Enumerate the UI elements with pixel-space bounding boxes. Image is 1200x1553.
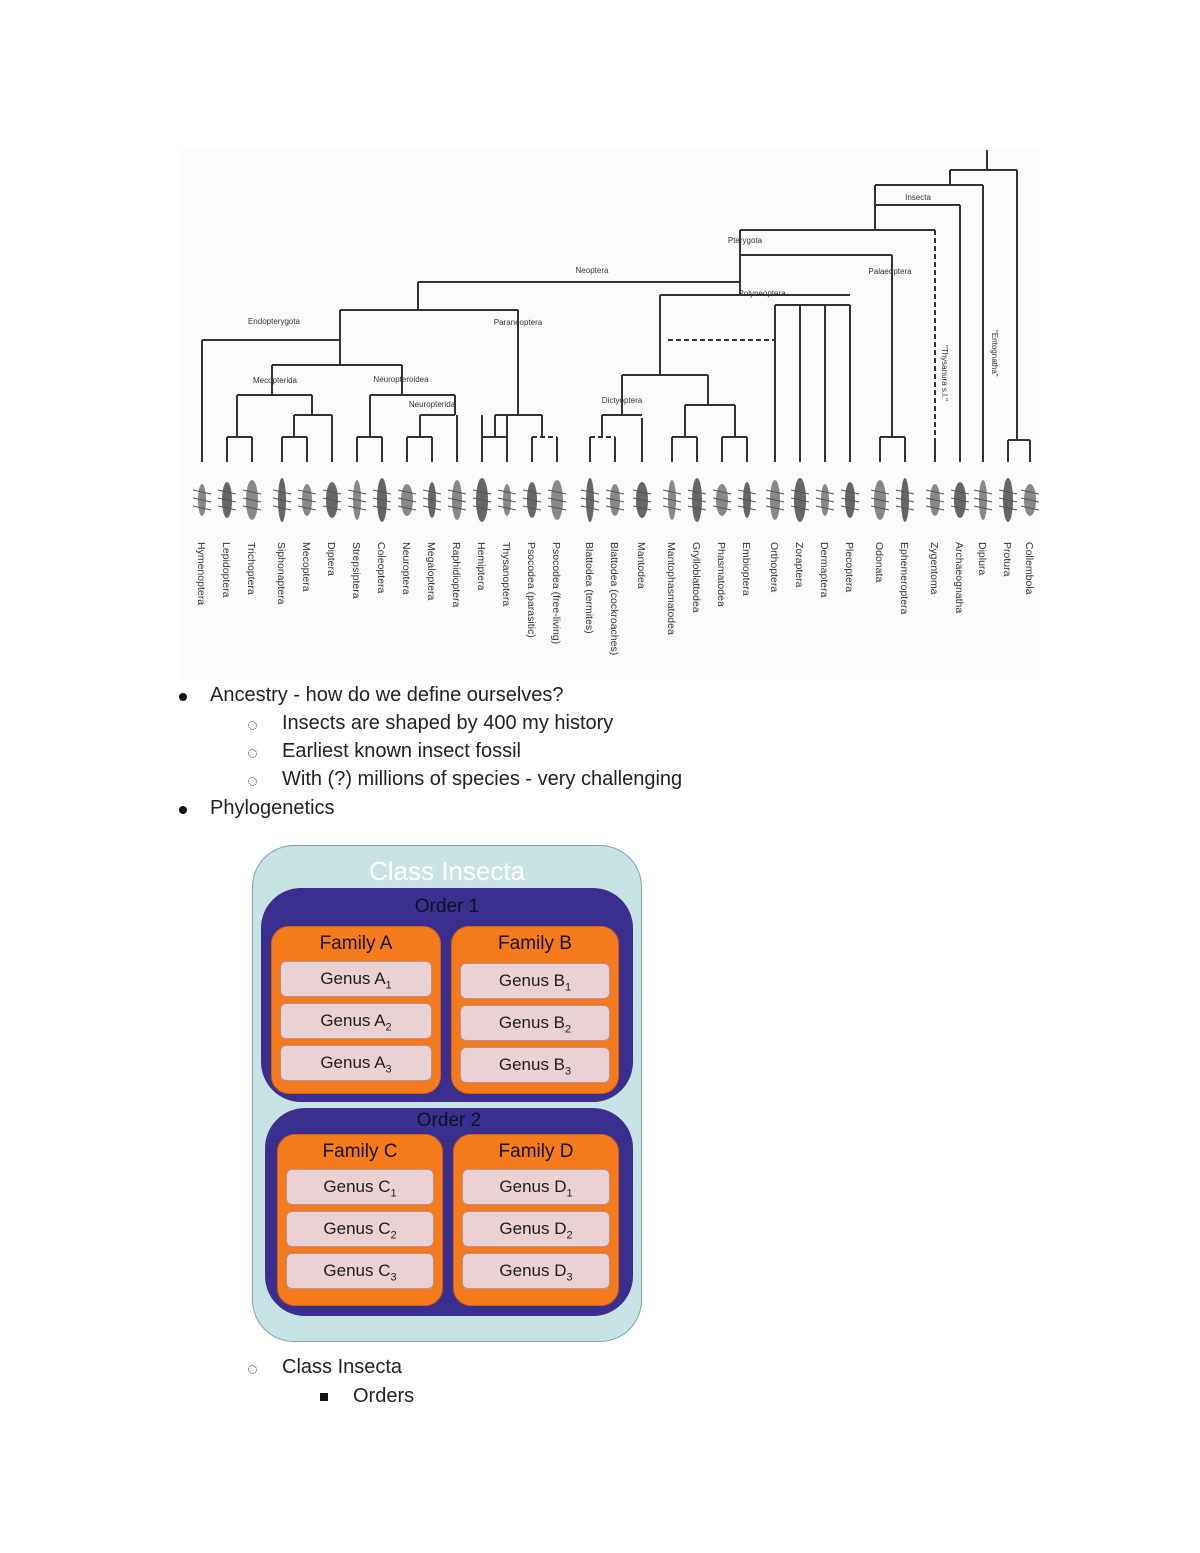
taxon-label: Siphonaptera xyxy=(275,542,287,605)
taxon-label: Archaeognatha xyxy=(953,542,965,613)
genus-box: Genus A2 xyxy=(280,1003,432,1039)
taxon-label: Trichoptera xyxy=(245,542,257,595)
taxon-label: Mantophasmatodea xyxy=(665,542,677,635)
taxon-label: Neuroptera xyxy=(400,542,412,595)
genus-box: Genus C2 xyxy=(286,1211,434,1247)
bullet-text: Class Insecta xyxy=(282,1356,402,1378)
sub-bullet-circle xyxy=(248,721,257,730)
clade-label-polyneoptera: Polyneoptera xyxy=(738,289,786,298)
sub-bullet-species: With (?) millions of species - very chal… xyxy=(282,768,682,791)
taxon-label: Thysanoptera xyxy=(500,542,512,606)
taxon-label: Phasmatodea xyxy=(715,542,727,607)
genus-box: Genus B3 xyxy=(460,1047,610,1083)
taxon-label: Protura xyxy=(1001,542,1013,577)
taxonomy-hierarchy-diagram: Class Insecta Order 1 Family A Genus A1 … xyxy=(252,845,642,1342)
sub-bullet-history: Insects are shaped by 400 my history xyxy=(282,712,613,735)
taxon-label: Diplura xyxy=(976,542,988,575)
sub-bullet-circle xyxy=(248,1365,257,1374)
order-2-box: Order 2 Family C Genus C1 Genus C2 Genus… xyxy=(265,1108,633,1316)
taxon-label: Mecoptera xyxy=(300,542,312,592)
taxon-label: Diptera xyxy=(325,542,337,576)
family-title: Family C xyxy=(278,1141,442,1163)
order-title: Order 2 xyxy=(265,1110,633,1132)
class-title: Class Insecta xyxy=(253,856,641,887)
genus-box: Genus A1 xyxy=(280,961,432,997)
taxon-label: Dermaptera xyxy=(818,542,830,598)
taxon-label: Blattodea (cockroaches) xyxy=(608,542,620,655)
taxon-label: Odonata xyxy=(873,542,885,582)
family-d-box: Family D Genus D1 Genus D2 Genus D3 xyxy=(453,1134,619,1306)
taxon-label: Zygentoma xyxy=(928,542,940,595)
taxon-label: Blattodea (termites) xyxy=(583,542,595,634)
sub-bullet-circle xyxy=(248,777,257,786)
family-a-box: Family A Genus A1 Genus A2 Genus A3 xyxy=(271,926,441,1094)
taxon-label: Embioptera xyxy=(740,542,752,596)
taxon-label: Mantodea xyxy=(635,542,647,589)
order-title: Order 1 xyxy=(261,896,633,918)
taxon-label: Orthoptera xyxy=(768,542,780,592)
genus-box: Genus D1 xyxy=(462,1169,610,1205)
sub-bullet-circle xyxy=(248,749,257,758)
clade-label-pterygota: Pterygota xyxy=(728,236,763,245)
taxon-label: Hymenoptera xyxy=(195,542,207,605)
family-title: Family B xyxy=(452,933,618,955)
taxon-label: Ephemeroptera xyxy=(898,542,910,615)
genus-box: Genus C3 xyxy=(286,1253,434,1289)
bullet-phylogenetics: Phylogenetics xyxy=(210,797,335,820)
clade-label-neuropteroidea: Neuropteroidea xyxy=(373,375,429,384)
bullet-text: Ancestry - how do we define ourselves? xyxy=(210,684,564,706)
bullet-text: Earliest known insect fossil xyxy=(282,740,521,762)
genus-box: Genus D2 xyxy=(462,1211,610,1247)
bullet-dot xyxy=(179,693,187,701)
genus-box: Genus A3 xyxy=(280,1045,432,1081)
taxon-label: Hemiptera xyxy=(475,542,487,591)
taxon-label: Psocodea (free-living) xyxy=(550,542,562,644)
taxon-label: Grylloblattodea xyxy=(690,542,702,613)
clade-label-mecopterida: Mecopterida xyxy=(253,376,298,385)
taxon-label: Collembola xyxy=(1023,542,1035,595)
clade-label-palaeoptera: Palaeoptera xyxy=(868,267,912,276)
bullet-dot xyxy=(179,806,187,814)
taxon-label: Strepsiptera xyxy=(350,542,362,599)
genus-box: Genus C1 xyxy=(286,1169,434,1205)
taxon-label: Plecoptera xyxy=(843,542,855,592)
genus-box: Genus B2 xyxy=(460,1005,610,1041)
bullet-text: With (?) millions of species - very chal… xyxy=(282,768,682,790)
family-title: Family D xyxy=(454,1141,618,1163)
genus-box: Genus D3 xyxy=(462,1253,610,1289)
bullet-text: Insects are shaped by 400 my history xyxy=(282,712,613,734)
taxon-label: Raphidioptera xyxy=(450,542,462,608)
sub-bullet-fossil: Earliest known insect fossil xyxy=(282,740,521,763)
clade-label-neoptera: Neoptera xyxy=(576,266,609,275)
taxon-label: Lepidoptera xyxy=(220,542,232,598)
clade-label-paraneoptera: Paraneoptera xyxy=(494,318,543,327)
taxon-label: Coleoptera xyxy=(375,542,387,594)
taxon-label: Zoraptera xyxy=(793,542,805,588)
clade-label-thysanura: "Thysanura s.l." xyxy=(940,345,949,401)
family-c-box: Family C Genus C1 Genus C2 Genus C3 xyxy=(277,1134,443,1306)
bullet-text: Orders xyxy=(353,1385,414,1407)
taxon-label: Megaloptera xyxy=(425,542,437,601)
clade-label-endopterygota: Endopterygota xyxy=(248,317,301,326)
sub-sub-bullet-orders: Orders xyxy=(353,1385,414,1408)
bullet-text: Phylogenetics xyxy=(210,797,335,819)
clade-label-neuropterida: Neuropterida xyxy=(409,400,456,409)
clade-label-dictyoptera: Dictyoptera xyxy=(602,396,643,405)
sub-bullet-class-insecta: Class Insecta xyxy=(282,1356,402,1379)
taxon-label: Psocodea (parasitic) xyxy=(525,542,537,638)
clade-label-entognatha: "Entognatha" xyxy=(990,330,999,377)
bullet-ancestry: Ancestry - how do we define ourselves? xyxy=(210,684,564,707)
order-1-box: Order 1 Family A Genus A1 Genus A2 Genus… xyxy=(261,888,633,1102)
sub-bullet-square xyxy=(320,1393,328,1401)
clade-label-insecta: Insecta xyxy=(905,193,931,202)
genus-box: Genus B1 xyxy=(460,963,610,999)
family-b-box: Family B Genus B1 Genus B2 Genus B3 xyxy=(451,926,619,1094)
family-title: Family A xyxy=(272,933,440,955)
